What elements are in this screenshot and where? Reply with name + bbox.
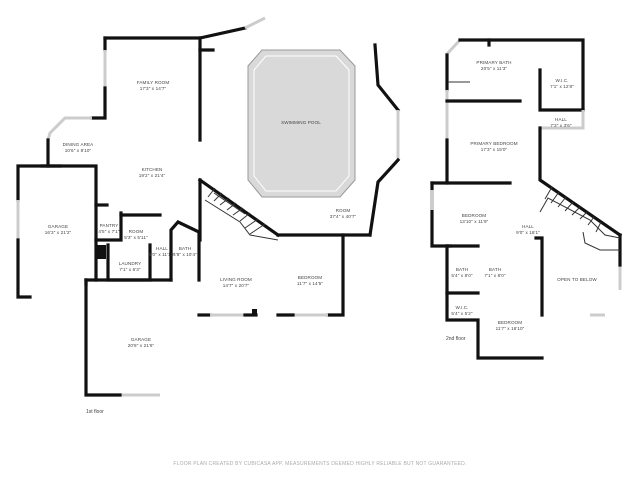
room-label: W.I.C.7'1" x 12'8" [550,78,574,89]
room-label: SWIMMING POOL [281,120,321,125]
floor-caption: 1st floor [86,409,104,415]
room-label: W.I.C.5'4" x 5'2" [451,305,473,316]
disclaimer-footer: FLOOR PLAN CREATED BY CUBICASA APP. MEAS… [173,461,467,467]
second-floor-walls [430,38,623,360]
first-floor-walls [16,16,401,397]
room-label: OPEN TO BELOW [557,277,597,282]
swimming-pool [247,49,356,198]
floor-caption: 2nd floor [446,336,466,342]
